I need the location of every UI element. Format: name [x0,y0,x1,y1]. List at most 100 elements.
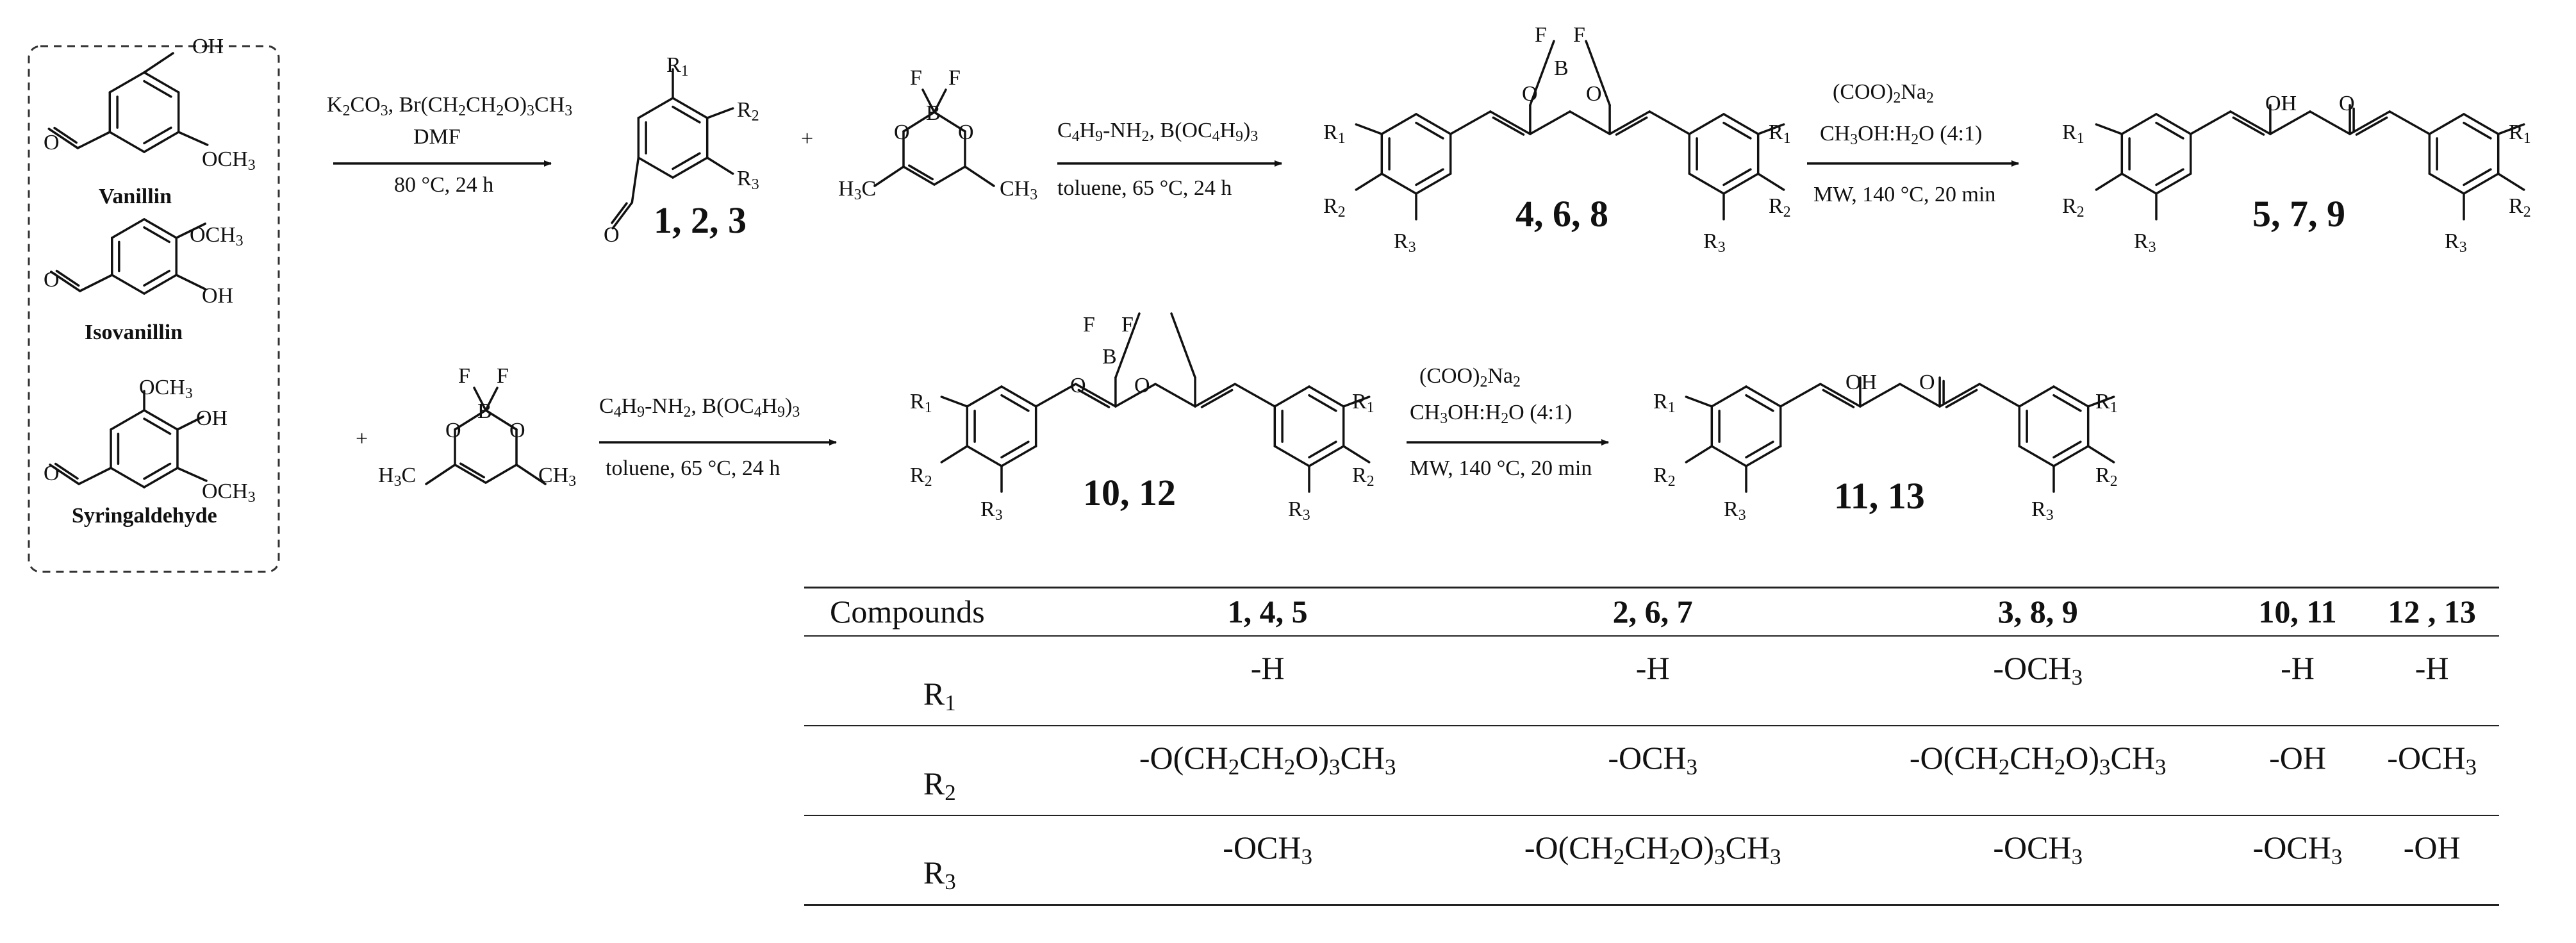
curcuminoid [1745,445,1782,467]
bond [50,271,81,292]
bdk-bf2-product [1489,110,1532,135]
p1012-f-right: F [1121,313,1134,337]
bf2-complex [933,165,966,186]
table-cell: -OH [2269,739,2326,776]
p468-r2-right: R2 [1769,194,1791,221]
vanillin-ring [143,126,172,145]
bdk-bf2-product [1342,445,1371,463]
table-header-cell: 10, 11 [2258,594,2337,630]
curcuminoid [1745,440,1774,459]
bdk-bf2-product [1355,172,1383,191]
table-cell: -OCH3 [2252,829,2343,869]
p468-r1-right: R1 [1769,121,1791,147]
bf2-complex [964,165,995,187]
bf2-complex [902,165,936,186]
step3-reagent: (COO)2Na2 [1833,80,1934,106]
structure-bonds [47,40,2525,493]
curcuminoid [2355,116,2388,136]
row-label: R3 [923,855,956,894]
p1012-r1-left: R1 [910,390,932,416]
bf2b-o-right: O [509,419,525,442]
p468-f-right: F [1573,23,1585,47]
bdk-bf2-product [1380,172,1417,195]
table-cell: -OCH3 [1608,739,1698,780]
p1012-o-left: O [1070,374,1086,397]
product-label-4-6-8: 4, 6, 8 [1515,193,1608,235]
bdk-bf2-product [1308,440,1337,459]
p468-r2-left: R2 [1323,194,1346,221]
product-label-10-12: 10, 12 [1083,472,1176,513]
bond [143,52,174,74]
ald-r2: R2 [737,98,759,124]
curcuminoid [1899,383,1941,408]
vanillin-ring [108,71,145,94]
bond [79,274,113,292]
curcuminoid [2269,110,2311,135]
bf2-complex [454,463,487,484]
curcuminoid [1819,383,1862,408]
syringaldehyde-ring [143,417,172,435]
aldehyde-ring [672,97,709,119]
bond [1170,312,1196,379]
table-cell: -O(CH2CH2O)3CH3 [1139,739,1396,780]
isovanillin-ring [111,218,145,239]
vanillin-ring [143,71,180,94]
product-label-1-2-3: 1, 2, 3 [654,199,747,241]
bond [706,156,734,175]
table-row: R1 -H -H -OCH3 -H -H [804,636,2499,726]
bf2b-f-right: F [497,364,509,388]
p579-r3-left: R3 [2134,229,2156,256]
bf2-complex [908,164,934,181]
bond [1585,40,1611,106]
table-cell: -H [1635,649,1670,686]
curcuminoid [2155,168,2184,187]
bdk-bf2-product [966,445,1003,467]
bf2-complex [484,409,518,431]
product-label-5-7-9: 5, 7, 9 [2252,193,2345,235]
table-cell: -O(CH2CH2O)3CH3 [1524,829,1781,869]
bf2-complex [454,409,487,431]
bond [611,201,634,229]
syringaldehyde-ring [143,409,179,431]
syringaldehyde-och3-top: OCH3 [139,376,193,402]
p1113-oh: OH [1845,371,1878,394]
curcuminoid [1745,394,1774,412]
curcuminoid [1710,385,1747,408]
curcuminoid [2052,385,2090,408]
p1113-r2-right: R2 [2095,463,2118,490]
row-label: R2 [923,765,956,805]
bf2-f-right: F [948,66,961,90]
curcuminoid [2463,172,2500,195]
bdk-bf2-product [1194,383,1236,408]
bf2-h3c: H3C [838,177,877,203]
curcuminoid [2229,110,2272,135]
p468-r1-left: R1 [1323,121,1346,147]
p1012-r2-left: R2 [910,463,932,490]
curcuminoid [2189,110,2232,135]
table-cell: -H [1250,649,1285,686]
step1-temperature: 80 °C, 24 h [394,173,494,197]
vanillin-och3: OCH3 [202,147,256,174]
vanillin-name: Vanillin [99,185,172,208]
table-row: R2 -O(CH2CH2O)3CH3 -OCH3 -O(CH2CH2O)3CH3… [804,726,2499,815]
bf2-complex [873,165,905,187]
step4-conditions: toluene, 65 °C, 24 h [606,456,780,480]
aldehyde-ring [637,156,674,179]
bdk-bf2-product [1000,445,1037,467]
aldehyde-ring [672,156,709,179]
syringaldehyde-och3-bottom: OCH3 [202,480,256,506]
bond [76,131,111,149]
p468-b: B [1554,56,1569,80]
bdk-bf2-product [1415,121,1444,140]
vanillin-ring [143,79,172,98]
curcuminoid [2232,116,2265,136]
bf2-complex [484,463,518,484]
bf2-complex [473,387,487,412]
bond [54,462,79,480]
p1012-r3-left: R3 [980,497,1003,524]
bond [47,128,79,149]
step5-solvent: CH3OH:H2O (4:1) [1410,401,1573,427]
bdk-bf2-product [966,385,1003,408]
curcuminoid [2155,121,2184,140]
